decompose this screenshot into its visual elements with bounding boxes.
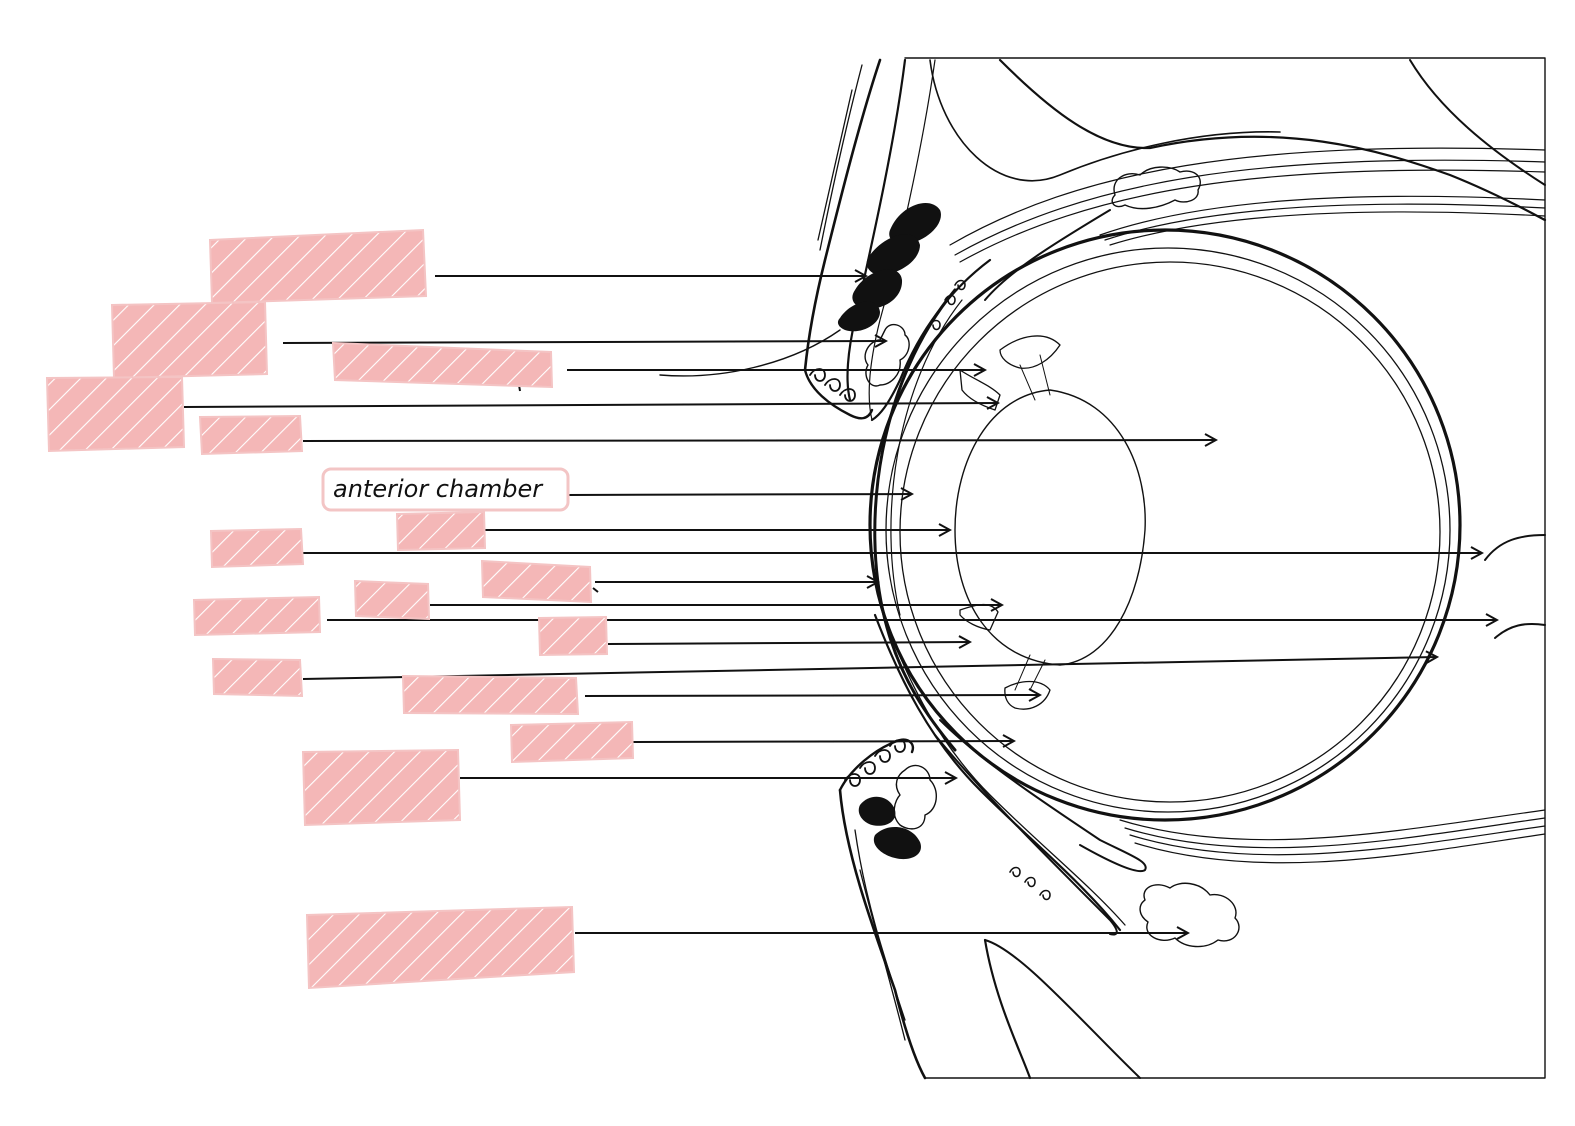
lower-eyelid-conjunctiva-2	[884, 619, 1126, 926]
lower-fat-pads	[858, 796, 921, 860]
hidden-label-box	[192, 595, 322, 637]
hidden-label-box	[331, 341, 554, 389]
lens	[954, 389, 1146, 666]
upper-eyelid-margin	[803, 368, 874, 420]
upper-eyelid-outer	[803, 58, 882, 372]
pointer-line-15	[632, 741, 1014, 742]
lower-small-coils	[1009, 866, 1051, 901]
pointer-line-6	[566, 494, 912, 495]
lacrimal-gland-upper	[1111, 166, 1201, 210]
lower-eyelid-skin	[854, 829, 906, 1021]
superior-rectus	[949, 147, 1546, 263]
pointer-line-14	[584, 695, 1040, 696]
lower-eyelid-skin-2	[859, 869, 906, 1041]
lower-orbit-bone	[983, 938, 1032, 1080]
lower-fornix	[939, 719, 1147, 873]
stray-tick-2	[592, 587, 599, 593]
optic-nerve-upper	[1484, 534, 1546, 561]
pointer-lines	[183, 276, 1497, 933]
meibomian-gland-upper	[864, 323, 910, 387]
hidden-label-box	[353, 579, 431, 621]
hidden-label-box	[305, 905, 576, 990]
suspensory-ligament-lower	[1014, 654, 1046, 691]
retina	[899, 261, 1441, 803]
sclera	[868, 228, 1462, 822]
hidden-label-box	[509, 720, 635, 764]
lower-eyelid-outer	[838, 788, 927, 1080]
hidden-label-box	[395, 510, 487, 552]
lacrimal-gland-lower	[1139, 882, 1240, 948]
pointer-line-4	[183, 403, 998, 407]
hidden-label-box	[198, 414, 304, 456]
optic-nerve-lower	[1494, 622, 1546, 639]
hidden-label-box	[211, 657, 304, 698]
lower-fornix-2	[934, 734, 1118, 936]
hidden-label-box	[301, 748, 462, 827]
hidden-label-box	[45, 375, 186, 453]
hidden-label-box	[401, 674, 580, 716]
hidden-label-box	[110, 300, 269, 380]
frame-top-line	[904, 57, 1546, 1079]
lower-cilia-coils	[844, 739, 906, 787]
iris-upper	[959, 369, 1001, 411]
upper-eyelid-skin-2	[817, 89, 853, 241]
lower-orbit-bone-2	[984, 939, 1141, 1079]
choroid	[885, 247, 1451, 813]
cornea-inner	[890, 299, 963, 616]
hidden-label-box	[480, 559, 593, 604]
hidden-label-box	[537, 615, 609, 657]
anterior-chamber-label: anterior chamber	[333, 475, 544, 503]
suspensory-ligament-upper	[1019, 354, 1051, 401]
pointer-line-12	[607, 642, 970, 644]
hidden-label-boxes	[45, 228, 635, 990]
ciliary-body-lower	[1004, 680, 1051, 710]
upper-small-coils	[929, 279, 966, 331]
inferior-rectus	[1119, 809, 1546, 864]
meibomian-gland-lower	[893, 764, 937, 830]
upper-eyelid-tarsal	[870, 258, 992, 422]
pointer-line-2	[282, 341, 886, 343]
levator-muscle	[984, 209, 1111, 301]
lower-eyelid-conjunctiva	[873, 613, 1122, 932]
upper-orbit-bone	[998, 58, 1547, 222]
pointer-line-13	[302, 657, 1437, 680]
upper-fat-pads	[837, 202, 941, 332]
ciliary-body-upper	[999, 335, 1061, 369]
orbital-roof	[929, 59, 1281, 182]
upper-eyelid-skin	[819, 64, 863, 251]
eye-anatomy	[659, 57, 1547, 1080]
hidden-label-box	[209, 527, 305, 569]
upper-orbit-bone-inner	[1409, 59, 1546, 186]
pointer-line-5	[302, 440, 1216, 441]
hidden-label-box	[208, 228, 428, 305]
visible-label: anterior chamber	[321, 467, 570, 512]
iris-lower	[959, 603, 999, 631]
visible-label-box	[321, 467, 570, 512]
